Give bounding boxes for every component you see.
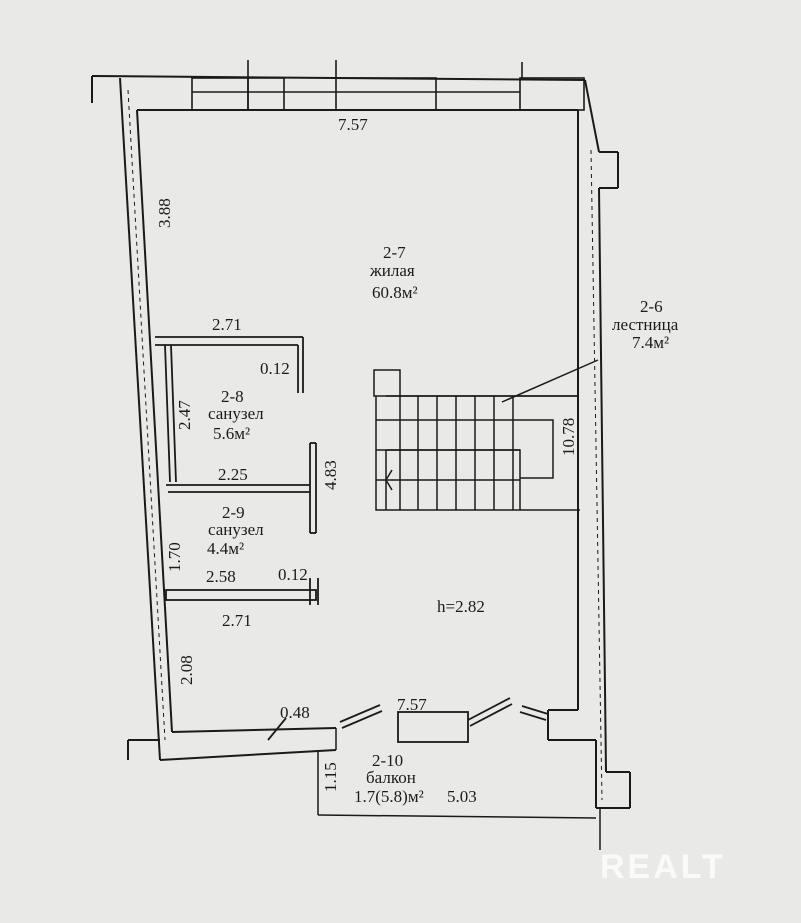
room-balcony-name: балкон: [366, 768, 416, 787]
dim-left-upper: 3.88: [155, 198, 174, 228]
room-bath2-name: санузел: [208, 520, 264, 539]
room-balcony-id: 2-10: [372, 751, 403, 770]
dim-bath2-height: 1.70: [165, 542, 184, 572]
staircase: [373, 359, 599, 511]
room-bath2: 2-9 санузел 4.4м²: [207, 503, 264, 558]
dim-balcony-width: 5.03: [447, 787, 477, 806]
room-stairs: 2-6 лестница 7.4м²: [612, 297, 679, 352]
balcony-outline: [317, 728, 601, 850]
room-bath1-name: санузел: [208, 404, 264, 423]
room-stairs-id: 2-6: [640, 297, 663, 316]
ceiling-height: h=2.82: [437, 597, 485, 616]
room-bath1-id: 2-8: [221, 387, 244, 406]
room-bath2-id: 2-9: [222, 503, 245, 522]
dim-top-width: 7.57: [338, 115, 368, 134]
balcony-doors: [267, 697, 549, 743]
dim-bottom-width: 7.57: [397, 695, 427, 714]
watermark-logo: REALT: [600, 848, 726, 886]
dimensions: 7.57 3.88 2.71 0.12 2.47 2.25 4.83 1.70 …: [155, 115, 578, 806]
dim-left-lower: 2.08: [177, 655, 196, 685]
dim-balcony-depth: 1.15: [321, 762, 340, 792]
room-balcony-area: 1.7(5.8)м²: [354, 787, 424, 806]
room-bath2-area: 4.4м²: [207, 539, 244, 558]
dim-stair-length: 10.78: [559, 418, 578, 456]
room-living-area: 60.8м²: [372, 283, 418, 302]
dim-bath2-wall: 0.12: [278, 565, 308, 584]
dim-bath1-width: 2.71: [212, 315, 242, 334]
dim-bath1-height: 2.47: [175, 400, 194, 430]
room-bath1-area: 5.6м²: [213, 424, 250, 443]
room-balcony: 2-10 балкон 1.7(5.8)м²: [354, 751, 424, 806]
dim-bath2-width: 2.71: [222, 611, 252, 630]
room-living-id: 2-7: [383, 243, 406, 262]
dim-partition-width: 2.25: [218, 465, 248, 484]
room-living: 2-7 жилая 60.8м²: [369, 243, 418, 302]
dim-bath1-wall: 0.12: [260, 359, 290, 378]
dim-bath2-inner-width: 2.58: [206, 567, 236, 586]
room-stairs-area: 7.4м²: [632, 333, 669, 352]
dim-partition-height: 4.83: [321, 460, 340, 490]
top-windows: [191, 60, 585, 111]
room-bath1: 2-8 санузел 5.6м²: [208, 387, 264, 443]
bathroom-walls: [155, 336, 319, 605]
room-living-name: жилая: [369, 261, 415, 280]
room-stairs-name: лестница: [612, 315, 679, 334]
dim-bottom-offset: 0.48: [280, 703, 310, 722]
